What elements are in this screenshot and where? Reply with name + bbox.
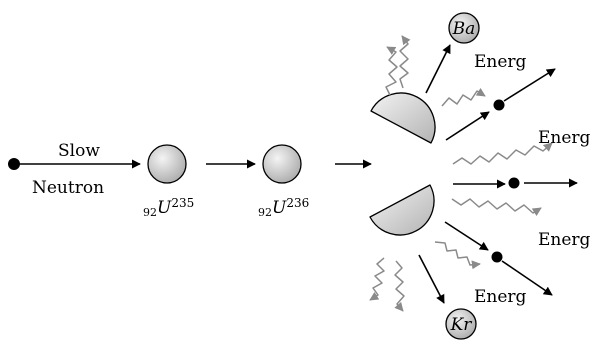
label-neutron: Neutron [32, 178, 104, 198]
energy-wave-5 [451, 198, 542, 217]
lower-fragment-half [369, 184, 435, 236]
label-u235: 92U235 [143, 196, 194, 219]
energy-label-1: Energ [474, 52, 527, 72]
energy-wave-4 [452, 142, 553, 165]
released-neutron-2 [508, 177, 520, 189]
upper-fragment-half [370, 92, 436, 144]
neutron-1-arrow [503, 68, 556, 102]
released-neutron-1 [493, 99, 505, 111]
energy-wave-7 [369, 257, 385, 301]
energy-label-2: Energ [538, 128, 591, 148]
label-krypton: Kr [450, 315, 473, 335]
energy-wave-8 [394, 260, 405, 312]
label-u236: 92U236 [258, 196, 309, 219]
krypton-nucleus [445, 308, 477, 340]
energy-wave-3 [441, 87, 486, 107]
energy-wave-6 [434, 241, 481, 270]
krypton-arrow [418, 254, 445, 304]
neutron-3-approach [444, 221, 489, 251]
energy-wave-2 [399, 35, 411, 89]
neutron-1-approach [445, 111, 490, 141]
neutron-3-arrow [501, 260, 553, 296]
incoming-neutron-dot [8, 158, 20, 170]
uranium-235-nucleus [147, 144, 187, 184]
released-neutron-3 [491, 251, 503, 263]
barium-nucleus [448, 12, 480, 44]
energy-wave-1 [385, 46, 398, 96]
uranium-236-nucleus [262, 144, 302, 184]
barium-arrow [425, 44, 451, 94]
energy-label-3: Energ [538, 230, 591, 250]
energy-label-4: Energ [474, 287, 527, 307]
label-barium: Ba [452, 19, 476, 39]
label-slow: Slow [58, 141, 100, 161]
